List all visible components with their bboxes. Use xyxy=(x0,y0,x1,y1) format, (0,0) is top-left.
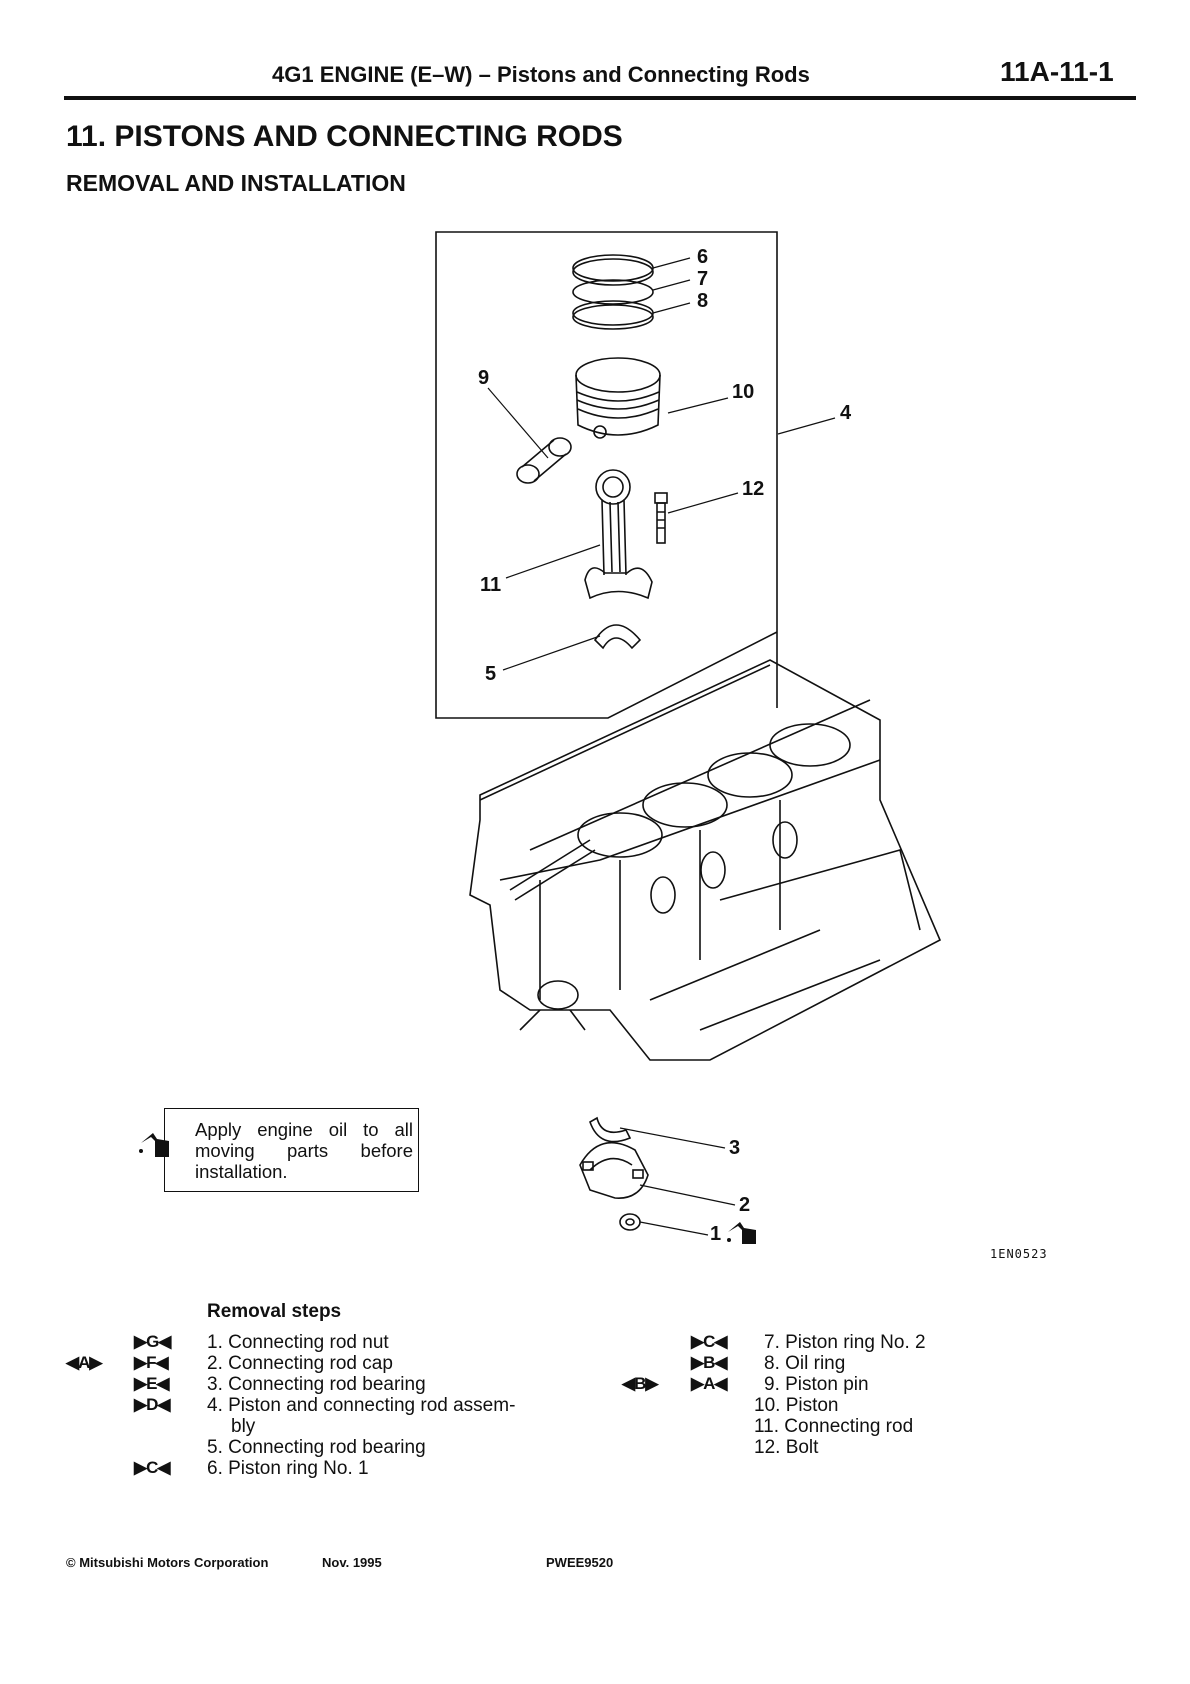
install-mark: ▶F◀ xyxy=(134,1353,169,1372)
callout-1: 1 xyxy=(710,1223,721,1245)
step-2: 2. Connecting rod cap xyxy=(207,1353,393,1374)
callout-4: 4 xyxy=(840,402,852,424)
callout-8: 8 xyxy=(697,290,708,312)
lubrication-note: Apply engine oil to all moving parts bef… xyxy=(139,1108,419,1192)
callout-7: 7 xyxy=(697,268,708,290)
exploded-view-diagram: 6 7 8 9 10 4 12 11 5 3 2 1 xyxy=(435,231,942,1245)
connecting-rod-nut xyxy=(619,1213,641,1231)
install-mark: ▶D◀ xyxy=(134,1395,170,1414)
callout-12: 12 xyxy=(742,478,764,500)
connecting-rod-cap xyxy=(579,1141,649,1199)
header-rule xyxy=(64,96,1136,100)
step-9: 9. Piston pin xyxy=(764,1374,869,1395)
callout-6: 6 xyxy=(697,246,708,268)
oil-can-icon xyxy=(139,1133,169,1157)
callout-10: 10 xyxy=(732,381,754,403)
piston xyxy=(575,357,661,439)
step-4: 4. Piston and connecting rod assem- xyxy=(207,1395,516,1416)
install-mark: ▶C◀ xyxy=(691,1332,727,1351)
step-11: 11. Connecting rod xyxy=(754,1416,914,1437)
step-6: 6. Piston ring No. 1 xyxy=(207,1458,369,1479)
step-8: 8. Oil ring xyxy=(764,1353,846,1374)
piston-pin xyxy=(516,437,572,484)
piston-ring-second xyxy=(572,279,654,305)
oil-ring xyxy=(572,300,654,330)
install-mark: ▶A◀ xyxy=(691,1374,727,1393)
step-4-continued: bly xyxy=(231,1416,256,1437)
lower-bearing xyxy=(589,1116,632,1143)
cylinder-block xyxy=(469,659,942,1061)
page-number: 11A-11-1 xyxy=(1000,56,1114,87)
step-7: 7. Piston ring No. 2 xyxy=(764,1332,926,1353)
removal-mark: ◀A▶ xyxy=(66,1353,102,1372)
install-mark: ▶B◀ xyxy=(691,1353,727,1372)
callout-2: 2 xyxy=(739,1194,750,1216)
connecting-rod-bolt xyxy=(654,492,668,544)
install-mark: ▶C◀ xyxy=(134,1458,170,1477)
callout-5: 5 xyxy=(485,663,496,685)
callout-3: 3 xyxy=(729,1137,740,1159)
upper-bearing xyxy=(593,624,642,650)
connecting-rod xyxy=(584,469,653,600)
removal-mark: ◀B▶ xyxy=(622,1374,658,1393)
section-subtitle: REMOVAL AND INSTALLATION xyxy=(66,170,406,196)
footer-copyright: © Mitsubishi Motors Corporation xyxy=(66,1555,269,1570)
step-10: 10. Piston xyxy=(754,1395,839,1416)
section-title: 11. PISTONS AND CONNECTING RODS xyxy=(66,120,623,153)
install-mark: ▶E◀ xyxy=(134,1374,169,1393)
install-mark: ▶G◀ xyxy=(134,1332,171,1351)
header-title: 4G1 ENGINE (E–W) – Pistons and Connectin… xyxy=(272,62,810,87)
step-12: 12. Bolt xyxy=(754,1437,819,1458)
note-text: Apply engine oil to all moving parts bef… xyxy=(195,1119,413,1182)
step-3: 3. Connecting rod bearing xyxy=(207,1374,426,1395)
callout-11: 11 xyxy=(480,574,501,596)
step-5: 5. Connecting rod bearing xyxy=(207,1437,426,1458)
figure-code: 1EN0523 xyxy=(990,1247,1048,1261)
callout-9: 9 xyxy=(478,367,489,389)
footer-code: PWEE9520 xyxy=(546,1555,614,1570)
removal-steps-title: Removal steps xyxy=(207,1301,342,1322)
oil-can-icon xyxy=(727,1222,756,1244)
detail-box-outline xyxy=(435,231,778,719)
footer-date: Nov. 1995 xyxy=(322,1555,382,1570)
step-1: 1. Connecting rod nut xyxy=(207,1332,389,1353)
